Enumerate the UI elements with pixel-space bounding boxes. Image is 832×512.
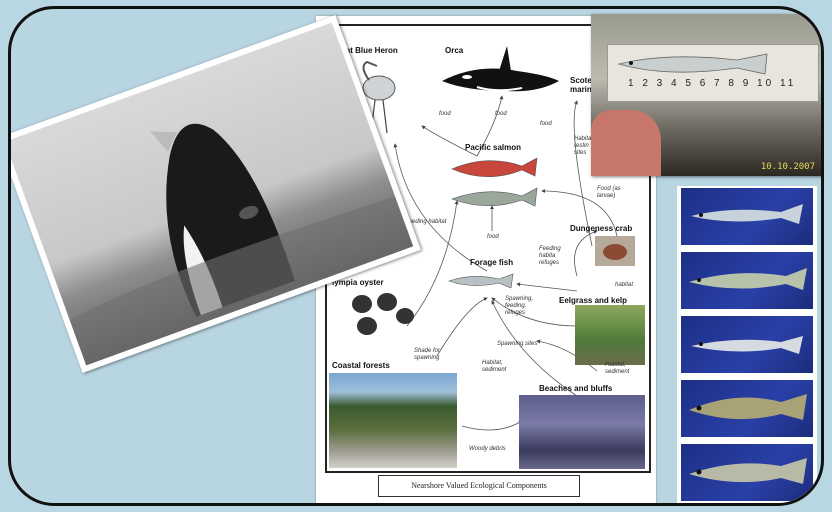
edge-spawning-sites: Spawning sites: [497, 341, 537, 348]
fish-icon: [681, 380, 813, 437]
crab-icon: [595, 236, 635, 266]
node-pacific-salmon: Pacific salmon: [465, 143, 521, 152]
forest-photo: [329, 373, 457, 468]
fish-icon: [681, 316, 813, 373]
fish-on-ruler-icon: [617, 50, 777, 80]
hand-shape: [591, 110, 661, 176]
edge-food-4: food: [487, 234, 499, 241]
edge-spawning-feeding: Spawning, feeding, refuges: [505, 296, 539, 317]
arrow-eelgrass-forage: [517, 284, 577, 291]
fish-icon: [681, 188, 813, 245]
orca-icon: [437, 41, 562, 101]
rounded-frame: Great Blue Heron Orca Scoter marine Paci…: [8, 6, 824, 506]
edge-shade: Shade for spawning: [414, 348, 450, 362]
fish-panel-4: [681, 380, 813, 437]
node-eelgrass-kelp: Eelgrass and kelp: [559, 296, 627, 305]
date-stamp: 10.10.2007: [761, 162, 815, 172]
edge-woody-debris: Woody debris: [469, 446, 506, 453]
edge-habitat: habitat: [615, 282, 633, 289]
edge-habitat-sediment-1: Habitat, sediment: [482, 360, 516, 374]
edge-food-1: food: [439, 111, 451, 118]
node-beaches-bluffs: Beaches and bluffs: [539, 384, 612, 393]
node-forage-fish: Forage fish: [470, 258, 513, 267]
edge-food-3: food: [540, 121, 552, 128]
eelgrass-photo: [575, 305, 645, 365]
edge-feeding-refuges: Feeding habita refuges: [539, 246, 574, 267]
node-coastal-forests: Coastal forests: [332, 361, 390, 370]
fish-panel-5: [681, 444, 813, 501]
edge-food-larvae: Food (as larvae): [597, 186, 627, 200]
fish-strip: [677, 186, 817, 506]
edge-food-2: food: [495, 111, 507, 118]
ruler-fish-photo: 1 2 3 4 5 6 7 8 9 10 11 10.10.2007: [591, 14, 823, 176]
edge-habitat-sediment-2: Habitat, sediment: [605, 362, 639, 376]
arrow-forests-beaches: [462, 421, 522, 430]
fish-panel-2: [681, 252, 813, 309]
fish-panel-3: [681, 316, 813, 373]
node-dungeness-crab: Dungeness crab: [570, 224, 632, 233]
diagram-caption: Nearshore Valued Ecological Components: [378, 475, 580, 497]
fish-panel-1: [681, 188, 813, 245]
beach-photo: [519, 395, 645, 469]
forage-fish-icon: [447, 271, 517, 291]
arrow-eelgrass-crab: [575, 231, 598, 276]
fish-icon: [681, 444, 813, 501]
oyster-icon: [347, 290, 417, 340]
fish-icon: [681, 252, 813, 309]
salmon-icon: [447, 154, 542, 216]
